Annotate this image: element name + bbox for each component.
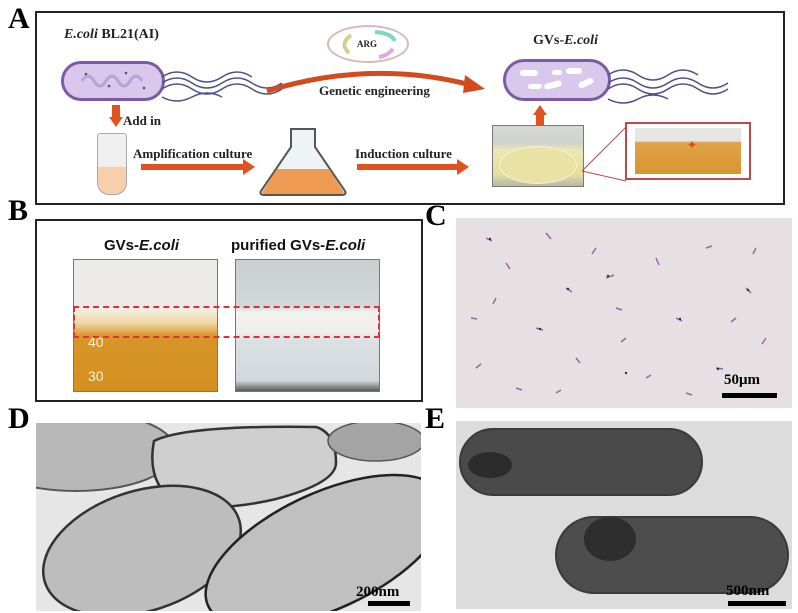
erlenmeyer-flask-icon [259, 128, 347, 196]
product-title: GVs-E.coli [533, 33, 598, 49]
panel-label-b: B [8, 194, 29, 227]
genetic-engineering-arrow-icon [266, 70, 485, 94]
b-left-title-prefix: GVs- [104, 237, 140, 254]
source-strain-title: E.coli BL21(AI) [64, 27, 159, 43]
b-right-title-italic: E.coli [325, 237, 366, 254]
panel-a-frame: E.coli BL21(AI) Add in Amplification cul… [35, 11, 785, 205]
panel-b-frame: GVs-E.coli purified GVs-E.coli 40 30 [35, 219, 423, 402]
b-mark-40: 40 [88, 334, 104, 350]
d-tem-micrograph: 200nm [36, 423, 421, 611]
panel-label-a: A [8, 2, 30, 35]
e-tem-micrograph: 500nm [456, 421, 792, 609]
culture-surface [499, 146, 577, 184]
d-scale-label: 200nm [356, 584, 400, 600]
up-arrow-icon [536, 113, 544, 125]
gas-vesicles-icon [520, 68, 594, 90]
arg-plasmid-icon: ARG [327, 25, 409, 63]
induction-label: Induction culture [355, 146, 452, 161]
d-scale-bar [368, 601, 410, 606]
b-left-title-italic: E.coli [139, 237, 180, 254]
b-mark-30: 30 [88, 368, 104, 384]
flagella-icon [161, 71, 283, 102]
add-in-arrowhead-icon [109, 117, 123, 127]
c-micrograph: 50μm [456, 218, 792, 408]
source-strain-rest: BL21(AI) [97, 27, 159, 42]
inset-marker-icon: ✦ [687, 138, 698, 152]
plasmid-segments-icon [342, 30, 397, 59]
gvs-ecoli-bacterium-icon [503, 59, 611, 101]
b-right-title: purified GVs-E.coli [231, 237, 365, 254]
b-purified-photo [235, 259, 380, 392]
inset-photo: ✦ [635, 128, 741, 174]
zoom-connector-lines [582, 126, 627, 182]
genetic-engineering-label: Genetic engineering [319, 83, 430, 98]
induction-arrow-icon [357, 159, 469, 175]
b-comparison-dashed-box [73, 306, 380, 338]
plasmid-label: ARG [357, 39, 377, 49]
amplification-arrow-icon [141, 159, 255, 175]
panel-label-e: E [425, 402, 446, 435]
c-scale-label: 50μm [724, 372, 760, 388]
c-scale-bar [722, 393, 777, 398]
d-cells-icon [36, 423, 421, 611]
ecoli-bacterium-icon [61, 61, 165, 101]
add-in-arrow-icon [112, 105, 120, 119]
product-prefix: GVs- [533, 33, 565, 48]
product-italic: E.coli [564, 33, 598, 48]
e-scale-bar [728, 601, 786, 606]
c-stained-bacteria-icon [470, 232, 767, 396]
b-right-title-prefix: purified GVs- [231, 237, 326, 254]
e-cells-icon [459, 428, 789, 594]
e-scale-label: 500nm [726, 583, 770, 599]
product-flagella-icon [607, 69, 729, 104]
inset-frame: ✦ [625, 122, 751, 180]
b-unpurified-photo: 40 30 [73, 259, 218, 392]
source-strain-italic: E.coli [64, 27, 98, 42]
dna-squiggle-icon [80, 71, 146, 90]
b-left-title: GVs-E.coli [104, 237, 179, 254]
induced-culture-photo [492, 125, 584, 187]
add-in-label: Add in [123, 113, 161, 128]
panel-label-d: D [8, 402, 30, 435]
falcon-tube-icon [97, 133, 127, 195]
panel-label-c: C [425, 199, 447, 232]
amplification-label: Amplification culture [133, 146, 253, 161]
up-arrowhead-icon [533, 105, 547, 115]
